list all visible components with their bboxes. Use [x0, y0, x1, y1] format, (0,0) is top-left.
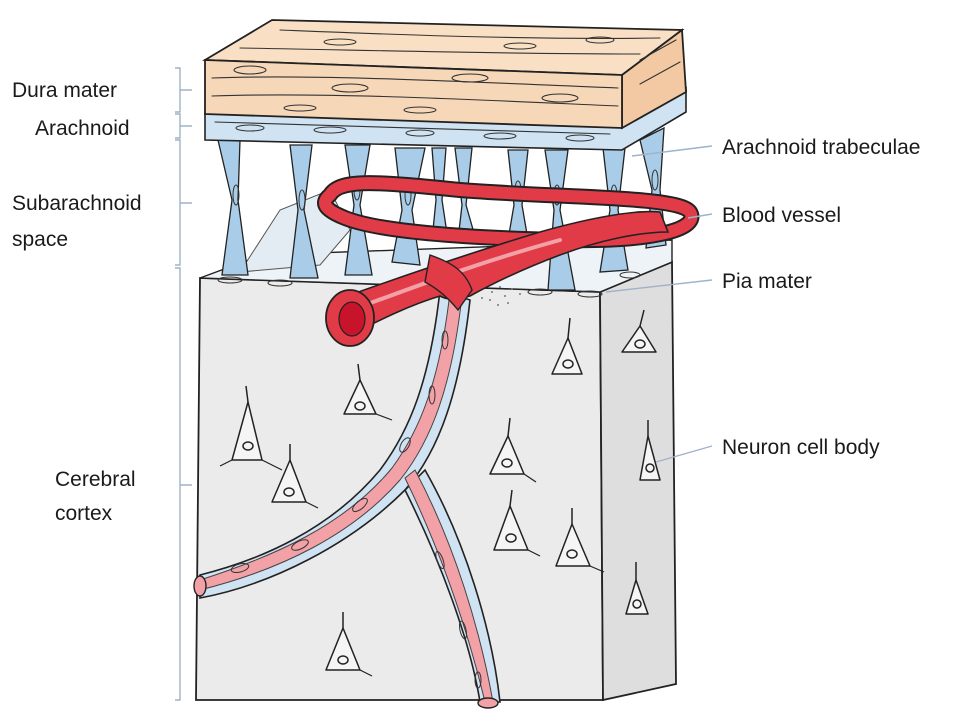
- label-subarachnoid-line2: space: [12, 228, 68, 251]
- label-cerebral-line1: Cerebral: [55, 468, 136, 491]
- label-pia-mater: Pia mater: [722, 270, 812, 293]
- label-neuron-cell-body: Neuron cell body: [722, 436, 880, 459]
- bracket-subarachnoid-space: [175, 140, 192, 265]
- left-brackets: [175, 68, 192, 700]
- label-blood-vessel: Blood vessel: [722, 204, 841, 227]
- bracket-arachnoid: [175, 114, 192, 138]
- bracket-cerebral-cortex: [175, 268, 192, 700]
- bracket-dura-mater: [175, 68, 192, 112]
- dura-mater-layer: [205, 20, 686, 128]
- label-dura-mater: Dura mater: [12, 79, 117, 102]
- label-subarachnoid-line1: Subarachnoid: [12, 192, 142, 215]
- label-cerebral-line2: cortex: [55, 502, 113, 525]
- label-arachnoid-trabeculae: Arachnoid trabeculae: [722, 136, 920, 159]
- label-arachnoid: Arachnoid: [35, 117, 130, 140]
- cerebral-cortex-block: [196, 240, 676, 700]
